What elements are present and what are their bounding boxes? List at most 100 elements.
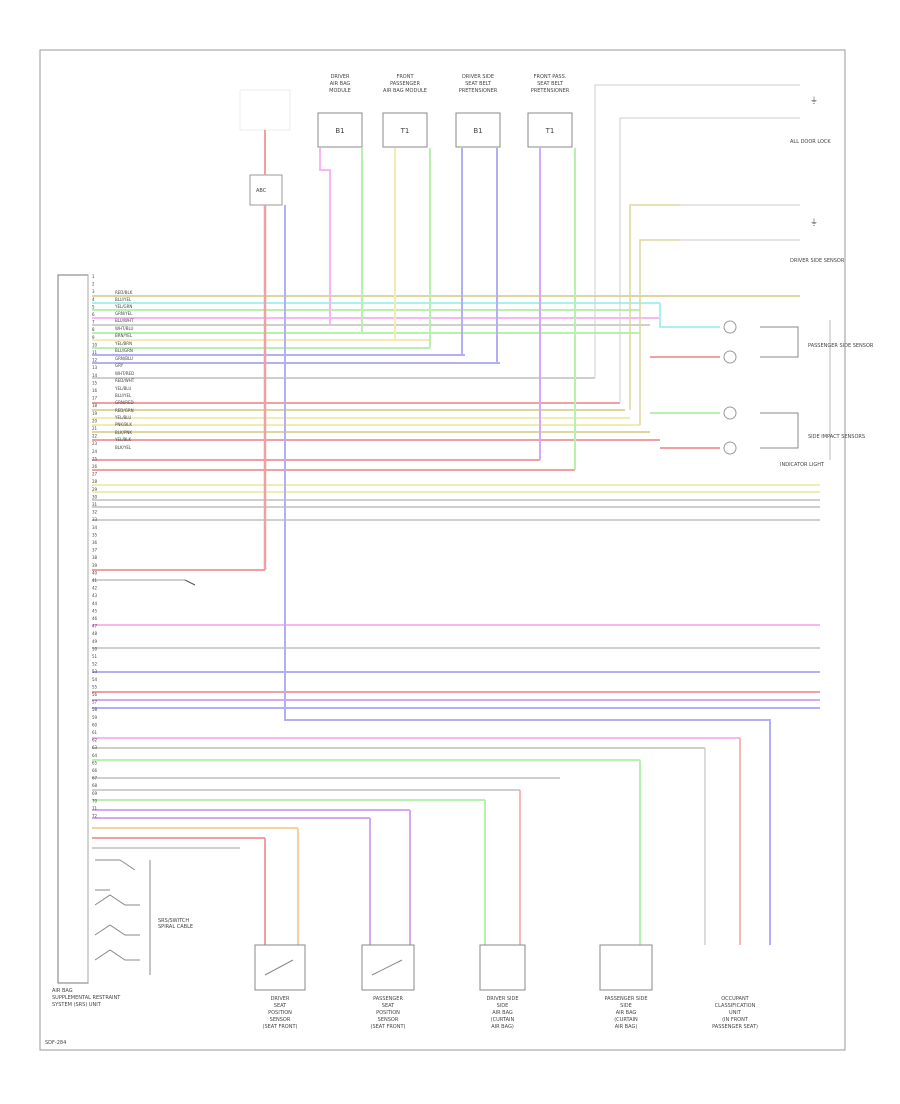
pin-number: 5 [92, 304, 95, 309]
wire-right-2 [619, 117, 680, 403]
pin-number: 31 [92, 502, 98, 507]
pin-number: 15 [92, 380, 98, 385]
pin-label: YEL/BLK [114, 437, 132, 442]
pin-number: 40 [92, 570, 98, 575]
pin-label: GRY [115, 363, 124, 368]
driver-seat-switch-label: SEAT [274, 1003, 287, 1009]
pin-number: 53 [92, 669, 98, 674]
pin-label: WHT/BLU [115, 326, 134, 331]
pin-number: 56 [92, 692, 98, 697]
pin-number: 10 [92, 342, 98, 347]
pin-label: BLU/GRN [115, 348, 133, 353]
footer-code: SDF-284 [45, 1040, 66, 1046]
driver-seat-switch-label: POSITION [268, 1010, 292, 1016]
pin-label: BLK/YEL [115, 445, 132, 450]
pin-number: 49 [92, 639, 98, 644]
pin-number: 68 [92, 783, 98, 788]
pin-number: 22 [92, 434, 98, 439]
pin-number: 70 [92, 798, 98, 803]
pin-label: GRN/RED [115, 400, 134, 405]
pin-label: YEL/GRN [114, 304, 132, 309]
pin-number: 48 [92, 631, 98, 636]
pin-number: 51 [92, 654, 98, 659]
driver-seat-switch-label: SENSOR [270, 1017, 291, 1023]
right-label-2: PASSENGER SIDE SENSOR [808, 343, 874, 349]
pin-number: 12 [92, 358, 98, 363]
pin-number: 8 [92, 327, 95, 332]
passenger-pretensioner-label: SEAT BELT [537, 81, 564, 87]
pin-number: 26 [92, 464, 98, 469]
passenger-pretensioner-label: FRONT PASS. [534, 74, 567, 80]
driver-side-airbag-label: AIR BAG [492, 1010, 513, 1016]
wire-driver-airbag-1 [319, 148, 331, 325]
occupant-classification-label: CLASSIFICATION [715, 1003, 756, 1009]
pin-label: BLU/YEL [115, 297, 132, 302]
sensor-circle-1 [723, 320, 737, 334]
pin-number: 28 [92, 479, 98, 484]
driver-side-airbag-label: SIDE [497, 1003, 509, 1009]
passenger-side-airbag-label: AIR BAG) [615, 1024, 638, 1030]
sensor-circle-4 [723, 441, 737, 455]
pin-number: 39 [92, 563, 98, 568]
passenger-side-airbag-label: (CURTAIN [614, 1017, 638, 1023]
driver-airbag-code: B1 [335, 127, 344, 135]
driver-side-airbag-label: AIR BAG) [491, 1024, 514, 1030]
right-label-3: SIDE IMPACT SENSORS [808, 434, 865, 440]
pin-number: 66 [92, 768, 98, 773]
pin-number: 24 [92, 449, 98, 454]
occupant-classification-label: UNIT [729, 1010, 742, 1016]
pin-number: 2 [92, 282, 95, 287]
pin-number: 29 [92, 487, 98, 492]
airbag-module: AIR BAG SUPPLEMENTAL RESTRAINT SYSTEM (S… [45, 274, 121, 1046]
pin-number: 4 [92, 297, 95, 302]
passenger-seat-switch-label: SENSOR [378, 1017, 399, 1023]
pin-number: 71 [92, 806, 98, 811]
pin-number: 67 [92, 776, 98, 781]
pin-labels: 1234567891011121314151617181920212223242… [92, 274, 135, 819]
clockspring-label-1: SPIRAL CABLE [158, 924, 193, 930]
driver-side-airbag-label: (CURTAIN [491, 1017, 515, 1023]
passenger-side-airbag-label: PASSENGER SIDE [604, 996, 647, 1002]
pin-number: 32 [92, 510, 98, 515]
occupant-classification-label: PASSENGER SEAT) [712, 1024, 758, 1030]
diagram-border [39, 49, 846, 1051]
occupant-classification-label: (IN FRONT [722, 1017, 749, 1023]
passenger-airbag-label: FRONT [396, 74, 414, 80]
pin-number: 1 [92, 274, 95, 279]
pin-label: YEL/BLU [114, 415, 131, 420]
pin-number: 6 [92, 312, 95, 317]
right-label-4: INDICATOR LIGHT [780, 462, 825, 468]
pin-number: 55 [92, 684, 98, 689]
pin-number: 63 [92, 745, 98, 750]
pin-number: 3 [92, 289, 95, 294]
pin-number: 46 [92, 616, 98, 621]
pin-number: 60 [92, 722, 98, 727]
driver-pretensioner-label: DRIVER SIDE [462, 74, 494, 80]
pin-number: 43 [92, 593, 98, 598]
pin-label: YEL/BLU [114, 386, 131, 391]
pin-label: PNK/BLK [115, 422, 132, 427]
pin-number: 38 [92, 555, 98, 560]
wire-right-5 [659, 303, 720, 328]
pin-number: 52 [92, 662, 98, 667]
pin-number: 11 [92, 350, 98, 355]
right-sensors: ALL DOOR LOCK DRIVER SIDE SENSOR PASSENG… [723, 96, 874, 468]
pin-number: 7 [92, 320, 95, 325]
wire-right-3 [629, 204, 680, 410]
pin-number: 65 [92, 760, 98, 765]
passenger-seat-switch-label: POSITION [376, 1010, 400, 1016]
pin-number: 33 [92, 517, 98, 522]
right-label-1: DRIVER SIDE SENSOR [790, 258, 845, 264]
driver-airbag-label: MODULE [329, 88, 351, 94]
pin-number: 47 [92, 624, 98, 629]
passenger-pretensioner-label: PRETENSIONER [531, 88, 570, 94]
clockspring-label-0: SRS/SWITCH [158, 918, 189, 924]
right-label-0: ALL DOOR LOCK [790, 139, 831, 145]
wire-right-4 [639, 239, 680, 425]
